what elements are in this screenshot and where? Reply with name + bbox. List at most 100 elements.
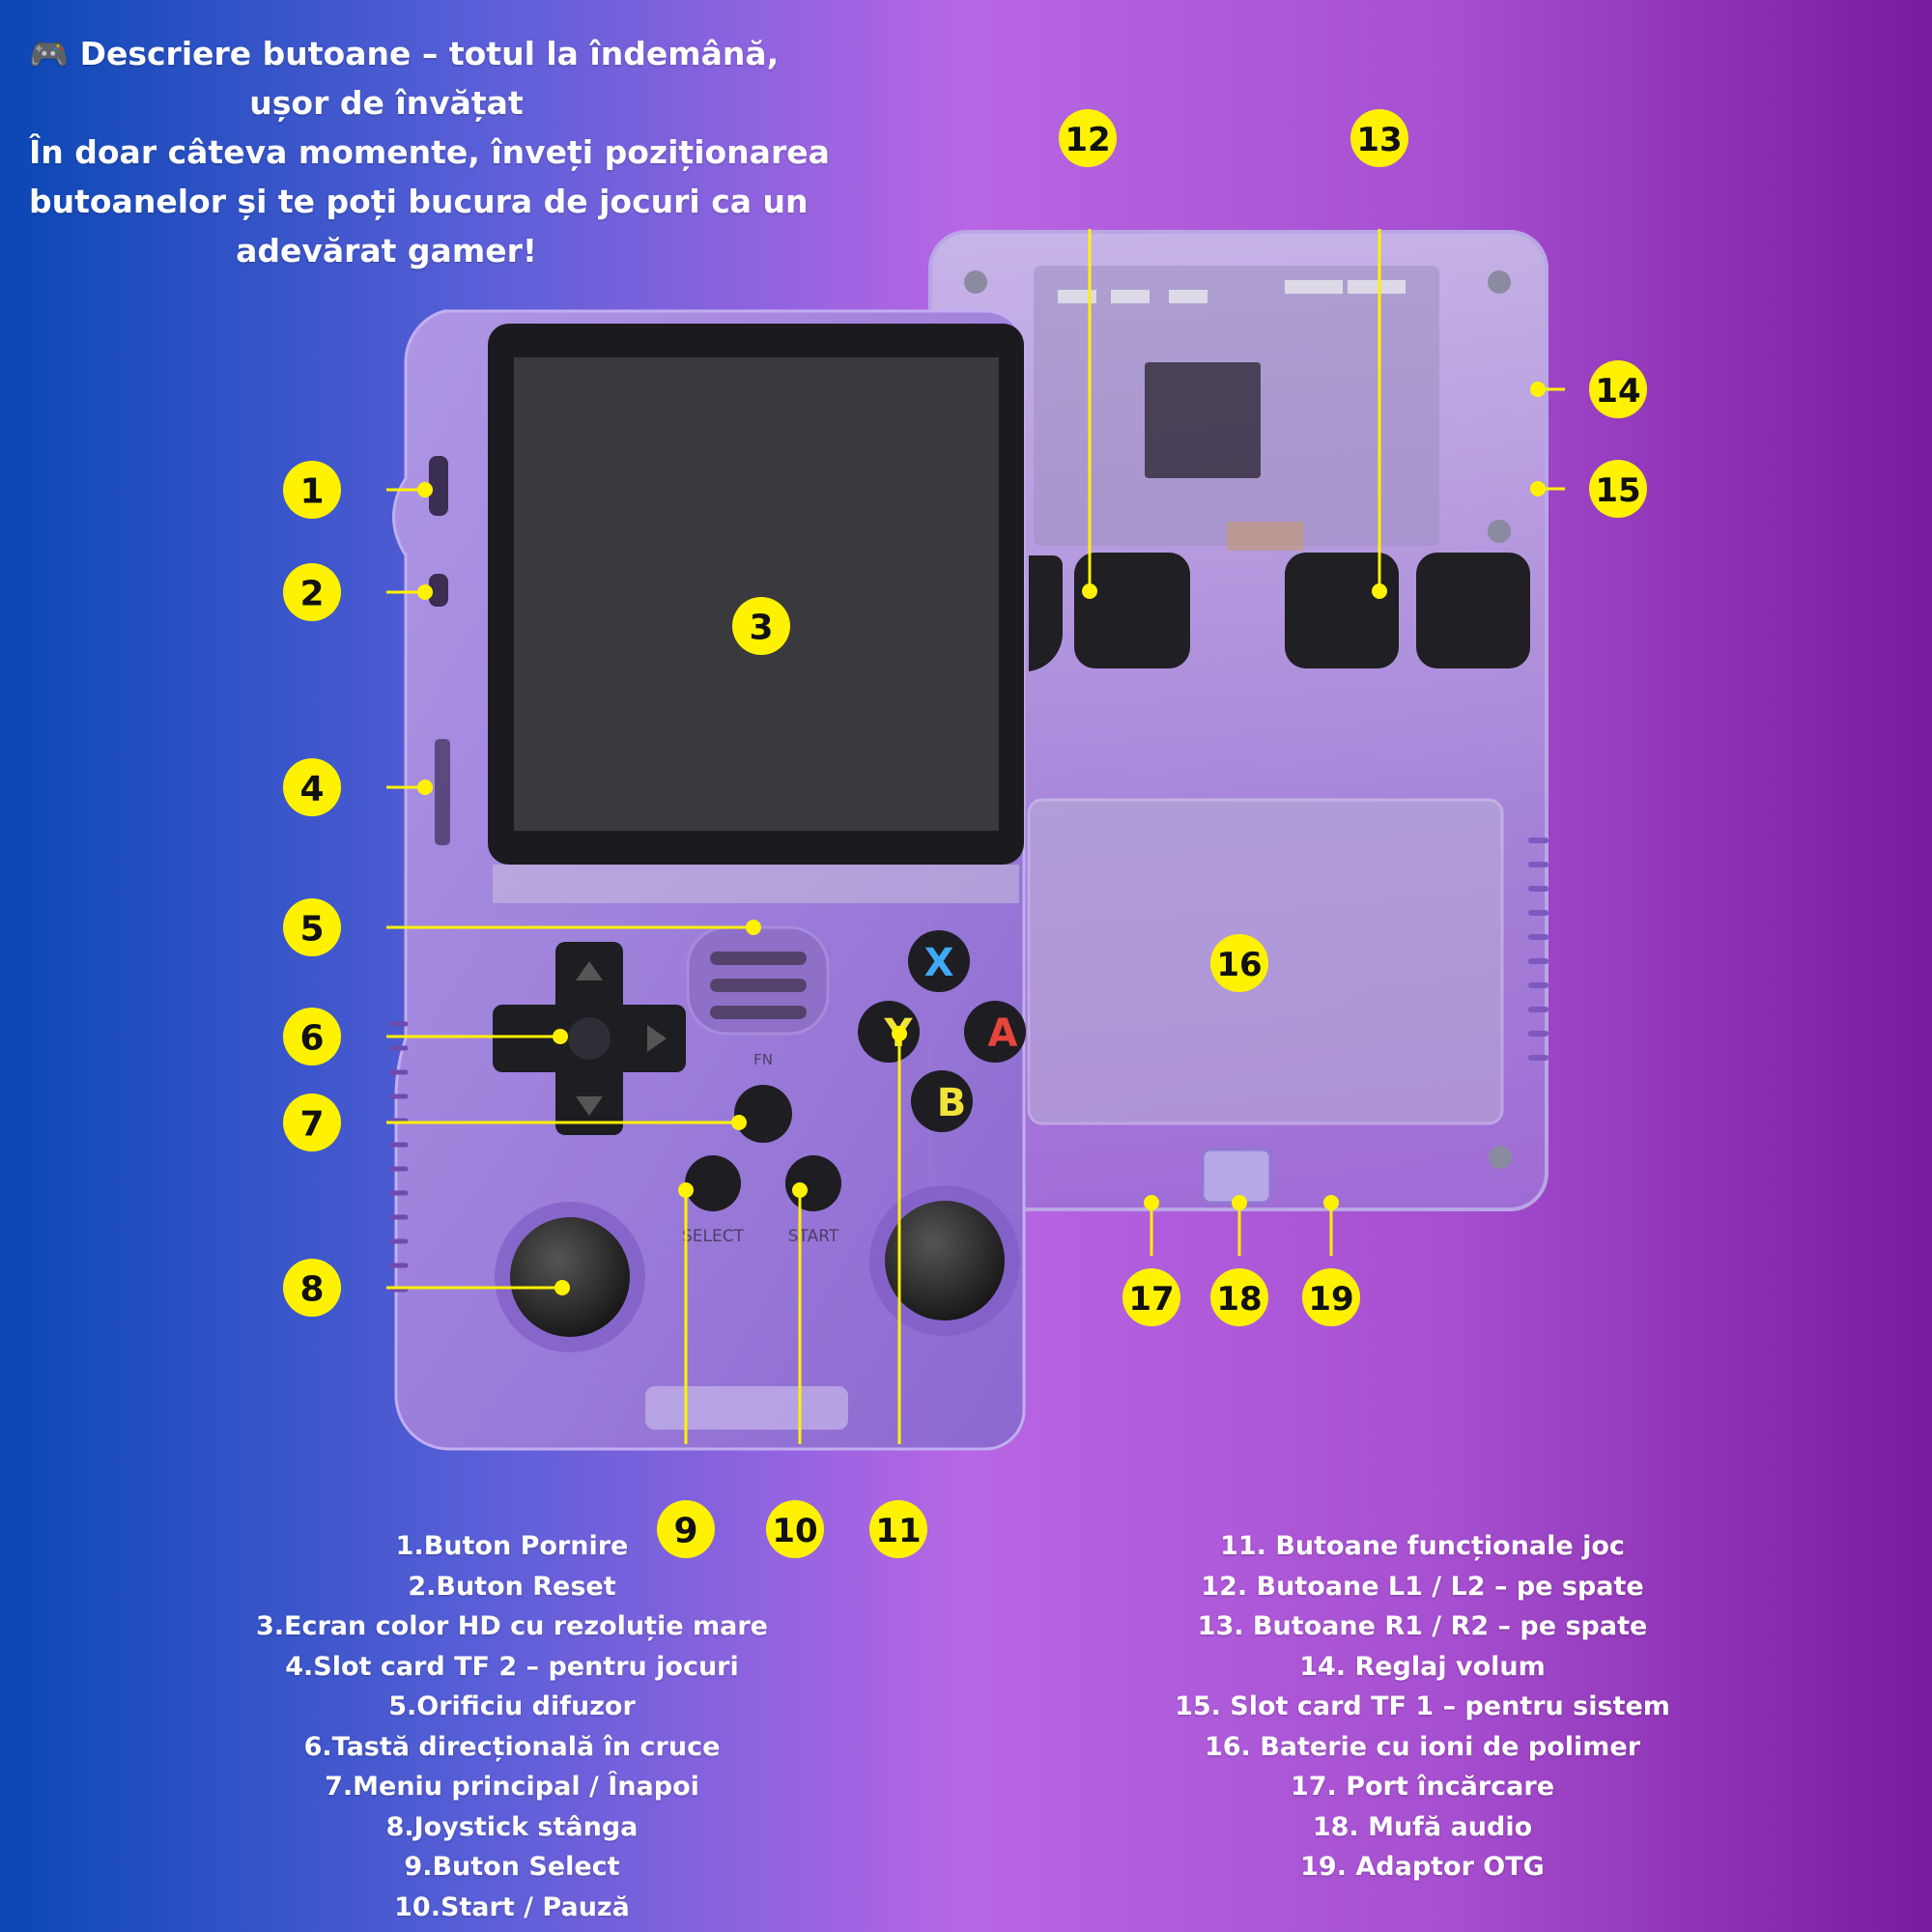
legend-item: 4.Slot card TF 2 – pentru jocuri xyxy=(285,1651,739,1682)
svg-text:16: 16 xyxy=(1216,946,1262,984)
right-joystick[interactable] xyxy=(885,1201,1005,1321)
select-button[interactable] xyxy=(685,1155,741,1211)
svg-text:19: 19 xyxy=(1308,1280,1353,1319)
button-a[interactable] xyxy=(964,1001,1026,1063)
legend-item: 8.Joystick stânga xyxy=(385,1811,639,1842)
legend-right: 11. Butoane funcționale joc 12. Butoane … xyxy=(1159,1526,1686,1888)
headline-line-4: butoanelor și te poți bucura de jocuri c… xyxy=(29,183,809,220)
connector xyxy=(1111,290,1150,303)
left-grip-ribs xyxy=(388,1021,409,1293)
chip xyxy=(1145,362,1261,478)
svg-text:13: 13 xyxy=(1356,121,1402,159)
legend-item: 15. Slot card TF 1 – pentru sistem xyxy=(1175,1691,1670,1721)
svg-text:2: 2 xyxy=(299,575,324,614)
connector xyxy=(1169,290,1208,303)
dpad[interactable] xyxy=(493,942,686,1135)
callout-16: 16 xyxy=(1210,934,1268,992)
screw-icon xyxy=(1488,270,1511,294)
legend-item: 3.Ecran color HD cu rezoluție mare xyxy=(256,1611,768,1641)
legend-item: 16. Baterie cu ioni de polimer xyxy=(1204,1731,1641,1762)
device-back xyxy=(928,230,1548,1211)
legend-item: 13. Butoane R1 / R2 – pe spate xyxy=(1197,1611,1648,1641)
callout-1: 1 xyxy=(283,461,341,519)
screw-icon xyxy=(1489,1146,1512,1169)
callout-4: 4 xyxy=(283,758,341,816)
button-b[interactable] xyxy=(911,1070,973,1132)
svg-text:6: 6 xyxy=(299,1019,324,1059)
callout-15: 15 xyxy=(1589,460,1647,518)
callout-10: 10 xyxy=(766,1500,824,1558)
callout-19: 19 xyxy=(1302,1268,1360,1326)
svg-text:12: 12 xyxy=(1065,121,1110,159)
svg-text:14: 14 xyxy=(1595,372,1640,411)
legend-item: 11. Butoane funcționale joc xyxy=(1220,1531,1625,1561)
left-joystick[interactable] xyxy=(510,1217,630,1337)
svg-text:8: 8 xyxy=(299,1270,324,1310)
legend-item: 7.Meniu principal / Înapoi xyxy=(325,1772,699,1802)
fn-menu-button[interactable] xyxy=(734,1085,792,1143)
device-front: FN SELECT START X Y A B xyxy=(388,309,1026,1451)
svg-text:18: 18 xyxy=(1216,1280,1262,1319)
legend-item: 12. Butoane L1 / L2 – pe spate xyxy=(1201,1571,1644,1602)
callout-18: 18 xyxy=(1210,1268,1268,1326)
callout-7: 7 xyxy=(283,1094,341,1151)
svg-text:15: 15 xyxy=(1595,471,1640,510)
shoulder-button-l[interactable] xyxy=(1074,553,1190,668)
shoulder-button-partial[interactable] xyxy=(1029,555,1064,671)
callout-3: 3 xyxy=(732,597,790,655)
shoulder-button-r1[interactable] xyxy=(1285,553,1399,668)
start-label: START xyxy=(788,1227,839,1246)
legend-item: 18. Mufă audio xyxy=(1312,1811,1533,1842)
reset-button[interactable] xyxy=(429,574,448,607)
svg-text:10: 10 xyxy=(772,1512,817,1550)
legend-item: 9.Buton Select xyxy=(404,1852,620,1882)
button-y[interactable] xyxy=(858,1001,920,1063)
svg-text:4: 4 xyxy=(299,770,324,810)
button-x[interactable] xyxy=(908,930,970,992)
legend-item: 1.Buton Pornire xyxy=(395,1531,629,1561)
screw-icon xyxy=(1488,520,1511,543)
shoulder-button-r2[interactable] xyxy=(1416,553,1530,668)
callout-2: 2 xyxy=(283,563,341,621)
headline-line-2: ușor de învățat xyxy=(249,84,524,122)
legend-item: 19. Adaptor OTG xyxy=(1300,1852,1545,1882)
screen xyxy=(514,357,999,831)
screen-chin xyxy=(493,865,1019,903)
start-button[interactable] xyxy=(785,1155,841,1211)
headline: 🎮 Descriere butoane – totul la îndemână,… xyxy=(29,29,830,275)
legend-item: 14. Reglaj volum xyxy=(1299,1651,1546,1682)
callout-11: 11 xyxy=(869,1500,927,1558)
callout-5: 5 xyxy=(283,898,341,956)
screw-icon xyxy=(964,270,987,294)
headline-line-3: În doar câteva momente, înveți poziționa… xyxy=(29,133,830,171)
tf2-slot[interactable] xyxy=(435,739,450,845)
bottom-ports xyxy=(645,1386,848,1430)
callout-13: 13 xyxy=(1350,109,1408,167)
svg-text:3: 3 xyxy=(749,609,773,648)
button-a-label: A xyxy=(988,1011,1018,1056)
power-button[interactable] xyxy=(429,456,448,516)
speaker-holes xyxy=(710,952,807,1019)
leader-lines xyxy=(386,229,1565,1444)
legend-left: 1.Buton Pornire 2.Buton Reset 3.Ecran co… xyxy=(242,1526,782,1927)
svg-text:17: 17 xyxy=(1128,1280,1174,1319)
legend-item: 5.Orificiu difuzor xyxy=(388,1691,636,1721)
legend-item: 6.Tastă direcțională în cruce xyxy=(303,1731,721,1762)
svg-text:9: 9 xyxy=(673,1512,697,1551)
headline-line-1: 🎮 Descriere butoane – totul la îndemână, xyxy=(29,35,780,72)
callout-badges: 1 2 3 4 5 6 7 8 9 10 11 12 13 14 15 16 1… xyxy=(283,109,1647,1558)
arrow-down-icon xyxy=(576,1096,603,1116)
callout-6: 6 xyxy=(283,1008,341,1065)
headline-line-5: adevărat gamer! xyxy=(236,232,537,270)
callout-8: 8 xyxy=(283,1259,341,1317)
connector xyxy=(1058,290,1096,303)
button-b-label: B xyxy=(937,1081,967,1125)
svg-text:7: 7 xyxy=(299,1105,324,1145)
connector xyxy=(1285,280,1343,294)
callout-12: 12 xyxy=(1059,109,1117,167)
button-x-label: X xyxy=(924,941,954,985)
callout-14: 14 xyxy=(1589,360,1647,418)
legend-item: 10.Start / Pauză xyxy=(394,1891,630,1922)
svg-text:11: 11 xyxy=(875,1512,921,1550)
